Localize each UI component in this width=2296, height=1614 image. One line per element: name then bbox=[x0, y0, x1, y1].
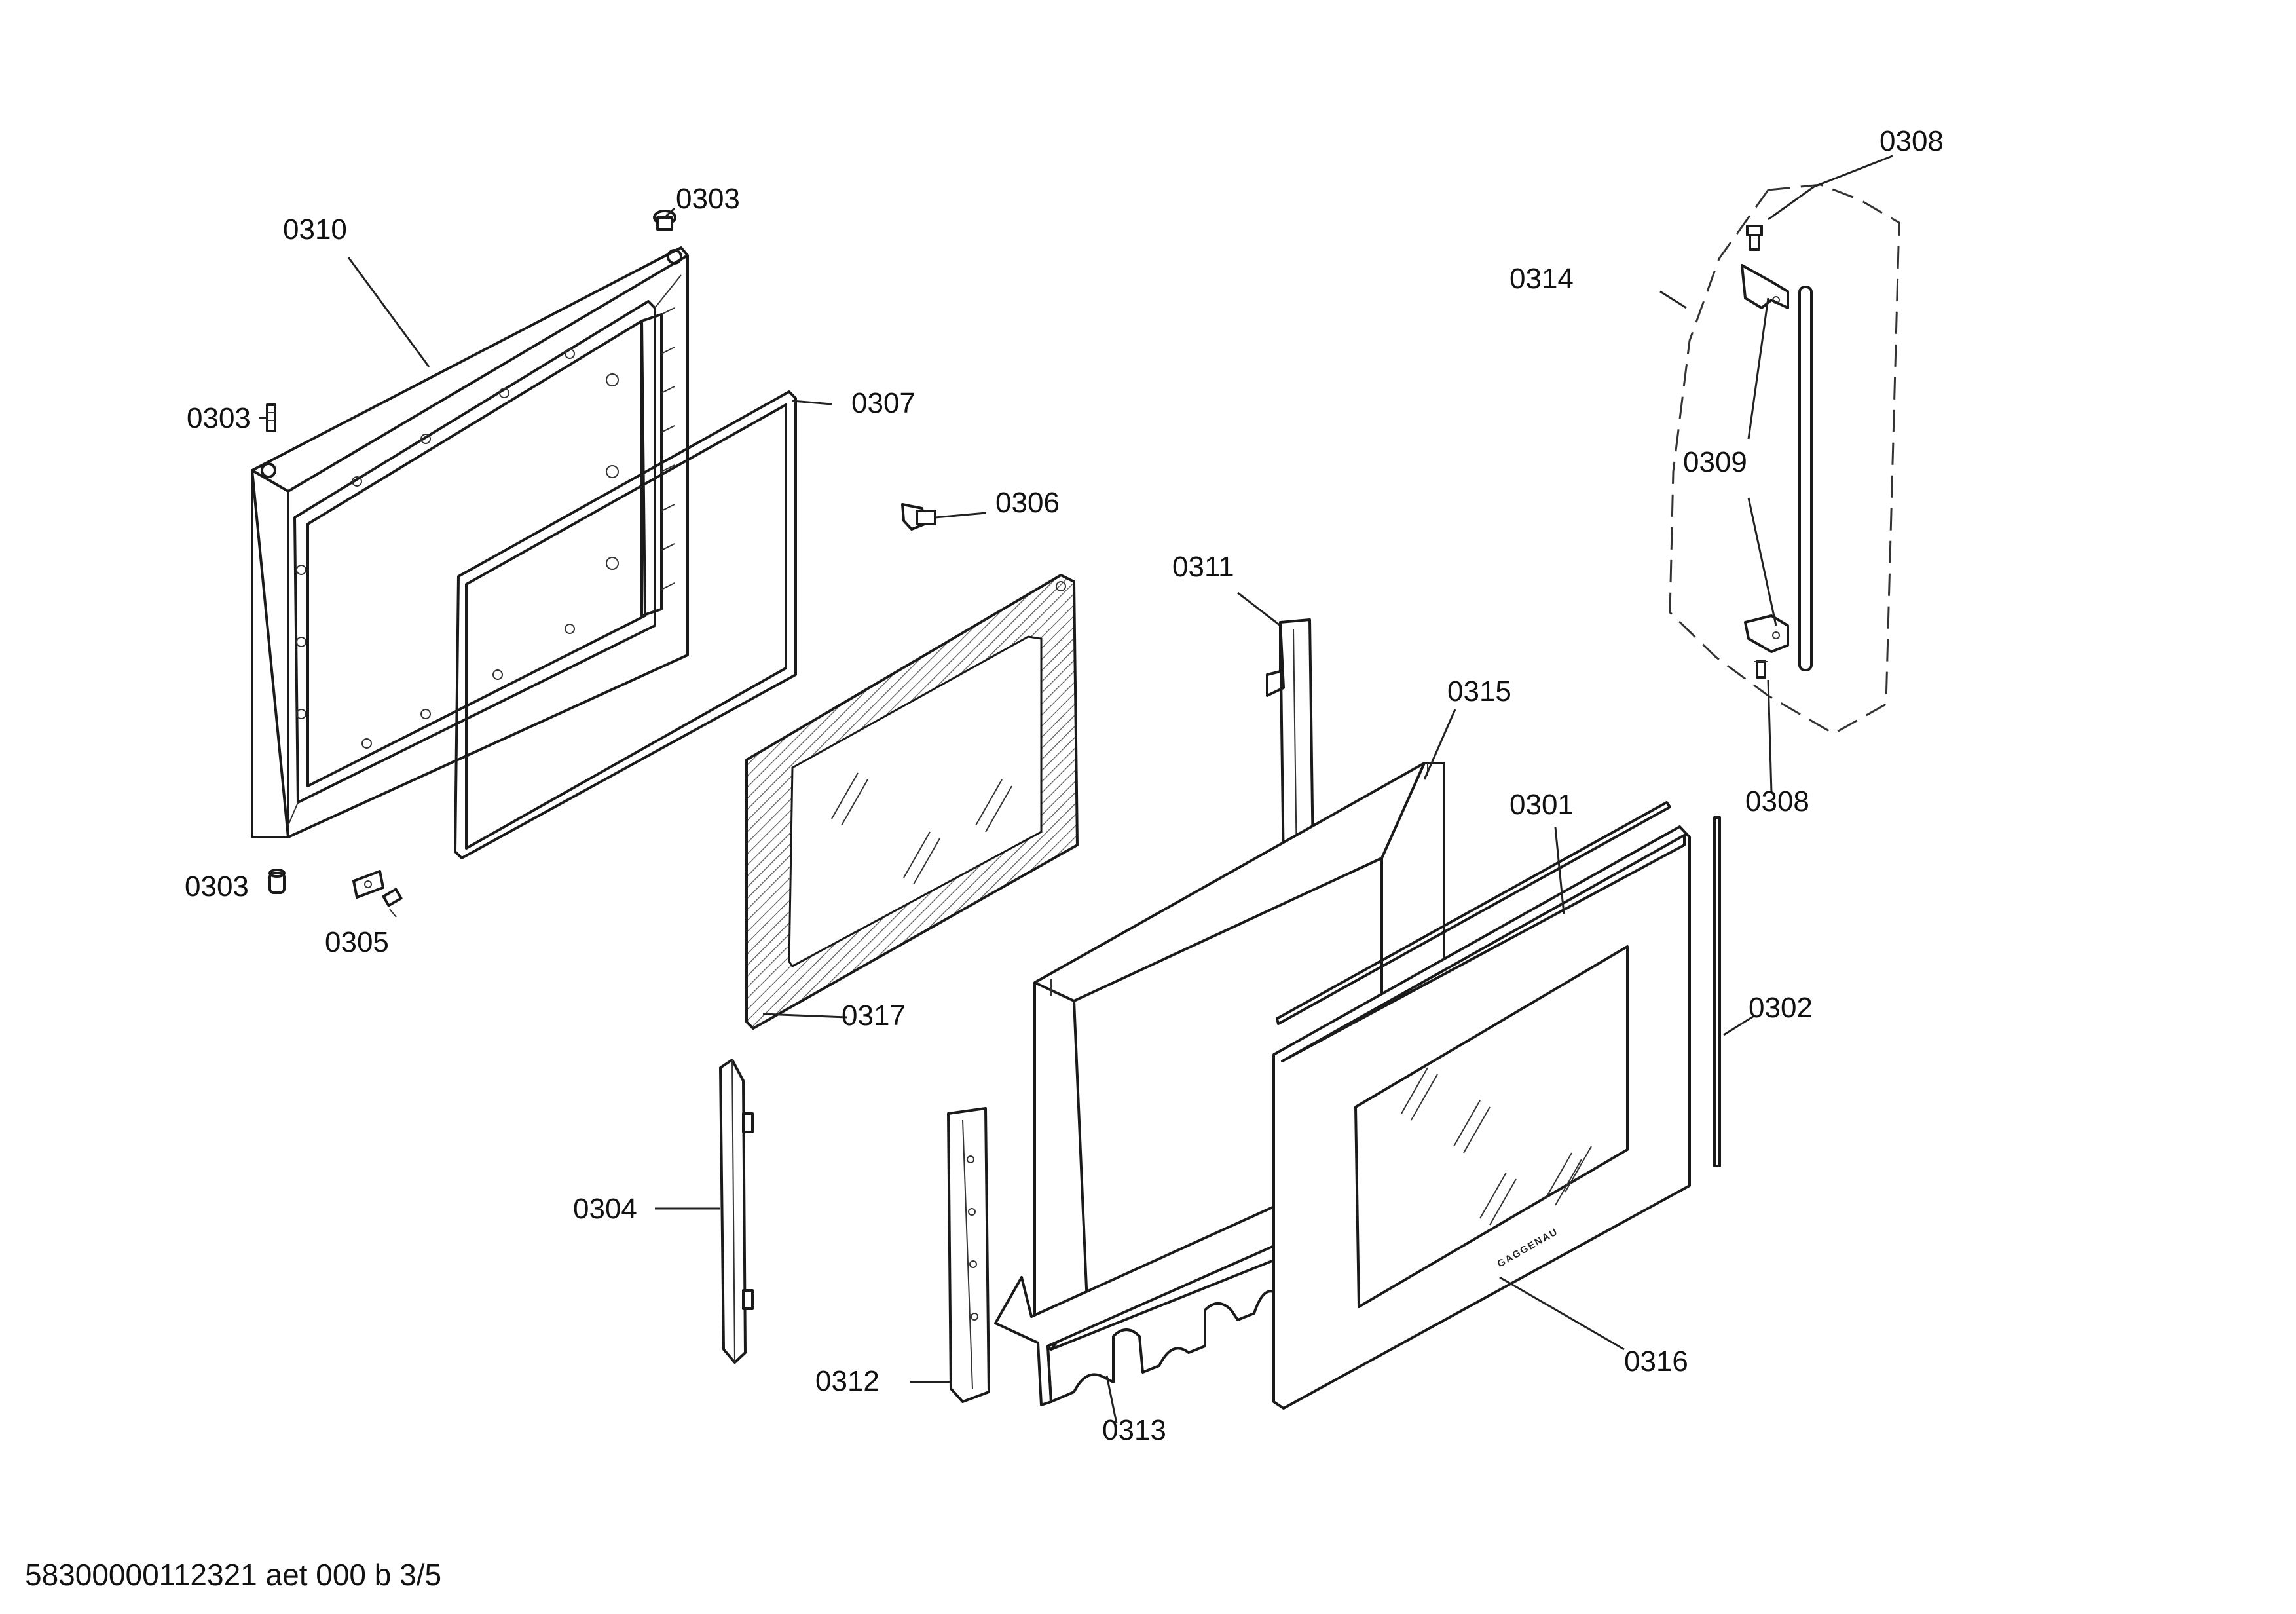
part-0303-pin-left bbox=[266, 404, 276, 432]
part-0309-handle-support-bottom bbox=[1744, 614, 1789, 653]
part-0309-handle-support-top bbox=[1741, 264, 1789, 309]
part-0304-side-rail bbox=[719, 1059, 754, 1364]
part-0303-screw-top bbox=[653, 210, 676, 231]
part-0310-door-frame bbox=[251, 246, 689, 838]
part-0313-bottom-strip bbox=[994, 1204, 1278, 1406]
label-0317: 0317 bbox=[842, 1000, 906, 1032]
part-0301-top-strip bbox=[1276, 801, 1671, 1025]
label-0302: 0302 bbox=[1749, 992, 1813, 1024]
label-0307: 0307 bbox=[851, 387, 916, 419]
part-0308-screw-top bbox=[1746, 225, 1763, 251]
label-0312: 0312 bbox=[815, 1365, 880, 1397]
part-0303-sleeve bbox=[268, 869, 286, 894]
part-0312-side-profile bbox=[947, 1107, 990, 1403]
part-0317-intermediate-glass bbox=[745, 574, 1079, 1030]
label-0309: 0309 bbox=[1683, 446, 1747, 478]
label-0303-top: 0303 bbox=[676, 183, 740, 215]
label-0315: 0315 bbox=[1447, 675, 1511, 707]
part-0307-door-seal bbox=[454, 390, 797, 859]
part-0306-bolt bbox=[901, 503, 936, 531]
part-labels: 0310 0303 0303 0307 0306 0303 0305 0317 … bbox=[185, 125, 1944, 1446]
screw-marks-0310 bbox=[296, 348, 619, 749]
part-0308-screw-bottom bbox=[1754, 660, 1768, 679]
document-footer: 58300000112321 aet 000 b 3/5 bbox=[25, 1558, 441, 1592]
label-0316: 0316 bbox=[1624, 1345, 1688, 1378]
label-0311: 0311 bbox=[1172, 551, 1234, 583]
part-0316-outer-glass-door: GAGGENAU bbox=[1272, 825, 1691, 1410]
label-0303-left: 0303 bbox=[187, 402, 251, 434]
label-0308-bottom: 0308 bbox=[1745, 785, 1809, 817]
part-0302-side-seal bbox=[1713, 816, 1721, 1167]
label-0303-bottom: 0303 bbox=[185, 871, 249, 903]
label-0313: 0313 bbox=[1102, 1414, 1166, 1446]
label-0306: 0306 bbox=[995, 487, 1060, 519]
part-0305-bracket-screw bbox=[352, 870, 403, 918]
label-0305: 0305 bbox=[325, 926, 389, 958]
label-0301: 0301 bbox=[1509, 789, 1574, 821]
label-0308-top: 0308 bbox=[1879, 125, 1944, 157]
label-0304: 0304 bbox=[573, 1193, 637, 1225]
label-0310: 0310 bbox=[283, 214, 347, 246]
part-handle-bar bbox=[1798, 286, 1813, 671]
label-0314: 0314 bbox=[1509, 263, 1574, 295]
leader-lines bbox=[259, 155, 1893, 1424]
